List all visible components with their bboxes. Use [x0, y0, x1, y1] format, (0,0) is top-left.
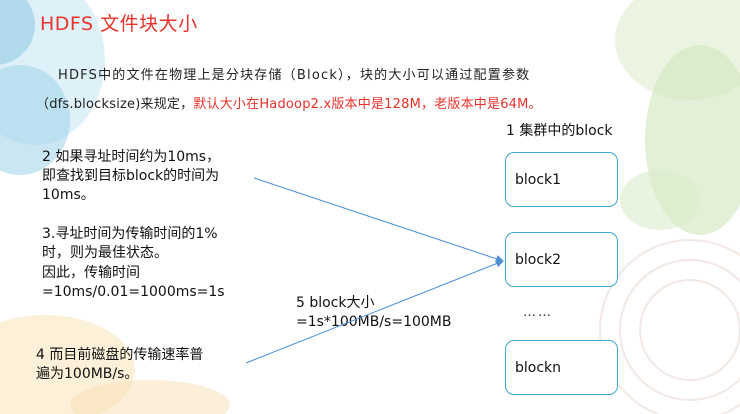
note-seek-time-line-3: 10ms。 — [42, 187, 95, 203]
note-seek-time: 2 如果寻址时间约为10ms， 即查找到目标block的时间为 10ms。 — [42, 148, 220, 205]
note-block-size-line-2: =1s*100MB/s=100MB — [296, 314, 452, 330]
note-optimal-line-2: 时，则为最佳状态。 — [42, 245, 168, 261]
note-seek-time-line-2: 即查找到目标block的时间为 — [42, 168, 220, 184]
slide-title: HDFS 文件块大小 — [40, 13, 198, 35]
arrow-seek-to-block — [253, 177, 504, 263]
intro-line-2-highlight: 默认大小在Hadoop2.x版本中是128M，老版本中是64M。 — [193, 97, 542, 112]
note-optimal-line-1: 3.寻址时间为传输时间的1% — [42, 226, 218, 242]
block-label-1: block1 — [515, 171, 562, 188]
intro-line-2: （dfs.blocksize)来规定，默认大小在Hadoop2.x版本中是128… — [36, 93, 726, 112]
cluster-label: 1 集群中的block — [506, 123, 613, 139]
block-box-1: block1 — [505, 152, 618, 207]
note-transfer-line-1: 因此，传输时间 — [42, 265, 140, 281]
note-seek-time-line-1: 2 如果寻址时间约为10ms， — [42, 149, 221, 165]
block-box-n: blockn — [505, 340, 618, 395]
intro-line-1: HDFS中的文件在物理上是分块存储（Block），块的大小可以通过配置参数 — [58, 68, 531, 83]
note-block-size-line-1: 5 block大小 — [296, 295, 375, 311]
note-disk-line-2: 遍为100MB/s。 — [36, 366, 139, 382]
arrow-rate-to-block — [245, 259, 504, 364]
note-optimal-state: 3.寻址时间为传输时间的1% 时，则为最佳状态。 — [42, 225, 218, 263]
note-transfer-line-2: =10ms/0.01=1000ms=1s — [42, 284, 225, 300]
block-label-2: block2 — [515, 251, 562, 268]
note-transfer-time: 因此，传输时间 =10ms/0.01=1000ms=1s — [42, 264, 225, 302]
note-block-size: 5 block大小 =1s*100MB/s=100MB — [296, 294, 451, 332]
note-disk-line-1: 4 而目前磁盘的传输速率普 — [36, 347, 204, 363]
intro-line-2-text: （dfs.blocksize)来规定， — [36, 97, 194, 112]
block-label-n: blockn — [515, 359, 562, 376]
ellipsis: …… — [523, 305, 553, 320]
block-box-2: block2 — [505, 232, 618, 287]
note-disk-rate: 4 而目前磁盘的传输速率普 遍为100MB/s。 — [36, 346, 203, 384]
